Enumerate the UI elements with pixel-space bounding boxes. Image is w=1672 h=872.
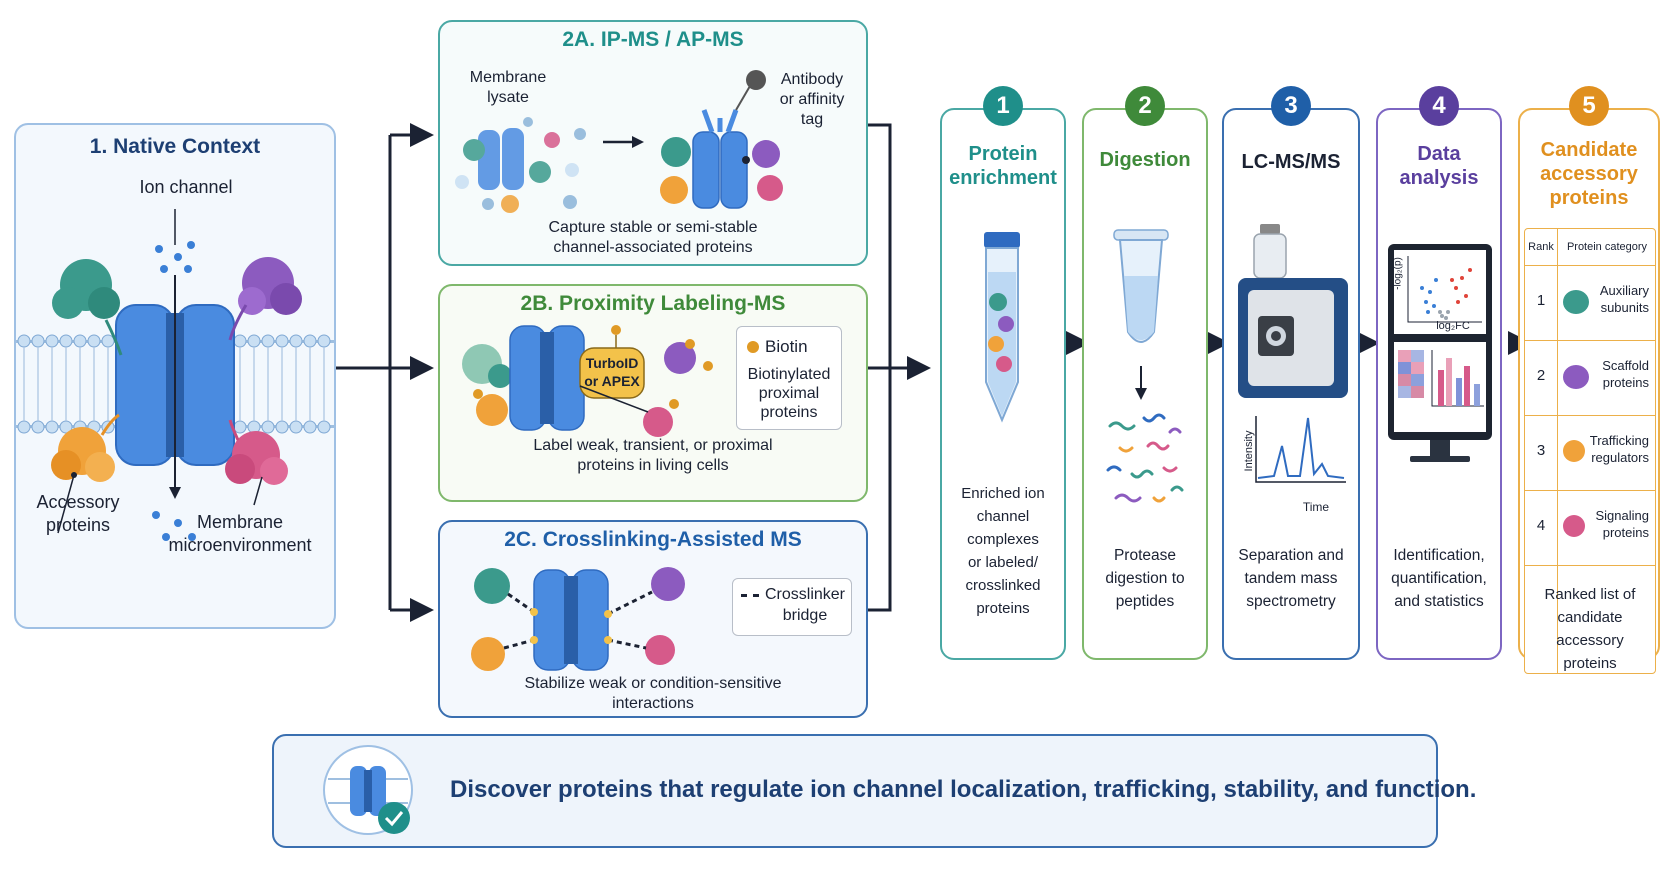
step-3-panel: LC-MS/MS Intensity Time Separation and t… — [1222, 108, 1360, 660]
ipms-description: Capture stable or semi-stable channel-as… — [548, 219, 758, 256]
membrane-illustration — [16, 209, 334, 541]
crosslinker-legend-box: Crosslinker bridge — [732, 578, 852, 636]
native-context-panel: 1. Native Context — [14, 123, 336, 629]
protein-cluster-icon — [1563, 515, 1585, 537]
ranking-header-category: Protein category — [1566, 241, 1648, 253]
step-5-title: Candidate accessory proteins — [1540, 139, 1638, 209]
crosslinking-panel: 2C. Crosslinking-Assisted MS Crosslinker… — [438, 520, 868, 718]
proximity-illustration — [462, 325, 713, 437]
step-2-number-badge: 2 — [1125, 86, 1165, 126]
ranking-header-rank: Rank — [1528, 241, 1554, 253]
crosslinking-description: Stabilize weak or condition-sensitive in… — [524, 675, 782, 712]
protein-cluster-icon — [1563, 290, 1589, 314]
step-3-number-badge: 3 — [1271, 86, 1311, 126]
step-3-title: LC-MS/MS — [1241, 151, 1341, 173]
ranking-header-divider — [1525, 265, 1655, 266]
monitor-illustration — [1388, 244, 1492, 462]
step-4-title: Data analysis — [1399, 143, 1479, 189]
step-3-description: Separation and tandem mass spectrometry — [1238, 547, 1344, 610]
biotinylated-label: Biotinylated proximal proteins — [747, 366, 831, 421]
ranking-row-category: Auxiliary subunits — [1599, 283, 1649, 315]
native-context-title: 1. Native Context — [89, 135, 261, 158]
accessory-proteins-label: Accessory proteins — [36, 492, 120, 535]
step-2-title: Digestion — [1099, 149, 1191, 171]
ipms-title: 2A. IP-MS / AP-MS — [562, 28, 744, 51]
step-4-panel: Data analysis -log₂(p) log₂FC Identifica… — [1376, 108, 1502, 660]
biotin-label: Biotin — [765, 337, 808, 356]
step-1-panel: Protein enrichment Enriched ion channel … — [940, 108, 1066, 660]
ranking-column-divider — [1557, 229, 1558, 673]
protein-cluster-icon — [1563, 440, 1585, 462]
summary-banner: Discover proteins that regulate ion chan… — [272, 734, 1476, 848]
step-2-panel: Digestion Protease digestion to peptides — [1082, 108, 1208, 660]
biotin-legend-box: Biotin Biotinylated proximal proteins — [736, 326, 842, 430]
step-2-description: Protease digestion to peptides — [1105, 547, 1185, 610]
channel-check-icon — [323, 745, 413, 835]
ranking-row-rank: 3 — [1536, 442, 1546, 459]
turboid-apex-label: TurboID or APEX — [584, 355, 640, 389]
biotin-dot-icon — [747, 341, 759, 353]
ipms-illustration — [455, 70, 783, 213]
antibody-tag-label: Antibody or affinity tag — [779, 71, 845, 128]
ranking-row: 4 Signaling proteins — [1525, 491, 1655, 566]
step-5-number-badge: 5 — [1569, 86, 1609, 126]
step-1-number-badge: 1 — [983, 86, 1023, 126]
ranking-row-category: Trafficking regulators — [1589, 433, 1649, 465]
crosslinker-dash-icon — [741, 594, 759, 597]
step-1-title: Protein enrichment — [949, 143, 1057, 189]
membrane-microenvironment-label: Membrane microenvironment — [168, 512, 312, 555]
ranking-row-rank: 2 — [1536, 367, 1546, 384]
tube-icon — [984, 232, 1020, 423]
membrane-lysate-label: Membrane lysate — [469, 69, 547, 106]
step-5-description: Ranked list of candidate accessory prote… — [1544, 586, 1636, 672]
crosslinker-label: Crosslinker bridge — [764, 586, 845, 624]
ranking-row: 3 Trafficking regulators — [1525, 416, 1655, 491]
proximity-panel: 2B. Proximity Labeling-MS TurboID or APE… — [438, 284, 868, 502]
time-axis-label: Time — [1302, 500, 1330, 514]
ranking-row-category: Scaffold proteins — [1602, 358, 1649, 390]
ranking-row-rank: 1 — [1536, 292, 1546, 309]
step-5-panel: Candidate accessory proteins Rank Protei… — [1518, 108, 1660, 674]
proximity-description: Label weak, transient, or proximal prote… — [533, 437, 773, 474]
step-4-number-badge: 4 — [1419, 86, 1459, 126]
ranking-row: 2 Scaffold proteins — [1525, 341, 1655, 416]
digestion-illustration — [1106, 229, 1184, 503]
ranking-row-category: Signaling proteins — [1595, 508, 1650, 540]
ranking-table: Rank Protein category 1 Auxiliary subuni… — [1524, 228, 1656, 674]
ranking-row: 1 Auxiliary subunits — [1525, 266, 1655, 341]
ranking-row-rank: 4 — [1536, 517, 1546, 534]
crosslinking-illustration — [471, 567, 685, 671]
volcano-x-axis-label: log₂FC — [1436, 320, 1470, 332]
intensity-axis-label: Intensity — [1243, 430, 1255, 472]
volcano-y-axis-label: -log₂(p) — [1392, 257, 1404, 290]
step-4-description: Identification, quantification, and stat… — [1391, 547, 1487, 610]
proximity-title: 2B. Proximity Labeling-MS — [520, 292, 786, 315]
step-1-description: Enriched ion channel complexes or labele… — [961, 485, 1045, 617]
crosslinking-title: 2C. Crosslinking-Assisted MS — [504, 528, 802, 551]
lcms-instrument-illustration — [1238, 224, 1348, 483]
ipms-panel: 2A. IP-MS / AP-MS Membrane lysate An — [438, 20, 868, 266]
protein-cluster-icon — [1563, 365, 1589, 389]
banner-text: Discover proteins that regulate ion chan… — [450, 776, 1477, 803]
ion-channel-label: Ion channel — [139, 177, 233, 197]
